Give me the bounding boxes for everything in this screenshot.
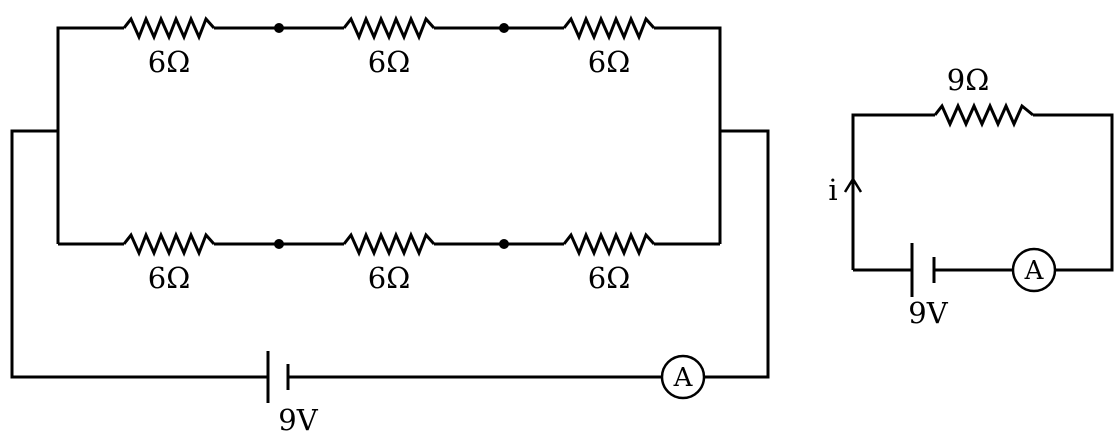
bottom-resistor-1 [122, 231, 216, 257]
current-arrow-icon [843, 176, 863, 193]
top-resistor-3-label: 6Ω [588, 45, 631, 79]
right-resistor [933, 102, 1034, 128]
current-label: i [828, 173, 837, 207]
top-resistor-2 [342, 15, 436, 41]
right-ammeter-label: A [1024, 256, 1045, 286]
left-circuit: 6Ω 6Ω 6Ω 6Ω 6Ω 6Ω 9V A [10, 15, 770, 436]
right-circuit: 9Ω i 9V A [828, 63, 1114, 330]
top-resistor-1 [122, 15, 216, 41]
top-resistor-1-label: 6Ω [148, 45, 191, 79]
bottom-resistor-2-label: 6Ω [368, 261, 411, 295]
bottom-resistor-1-label: 6Ω [148, 261, 191, 295]
right-circuit-wire [851, 113, 1114, 272]
left-battery-symbol [266, 351, 290, 403]
bottom-resistor-2 [342, 231, 436, 257]
left-ammeter-symbol [660, 354, 706, 400]
top-junction-node-2 [499, 23, 509, 33]
bottom-resistor-3-label: 6Ω [588, 261, 631, 295]
left-battery-label: 9V [278, 403, 318, 436]
top-junction-node-1 [274, 23, 284, 33]
bottom-junction-node-2 [499, 239, 509, 249]
bottom-junction-node-1 [274, 239, 284, 249]
bottom-resistor-3 [562, 231, 656, 257]
right-battery-symbol [910, 243, 936, 297]
outer-loop-wire [10, 129, 770, 379]
right-ammeter-symbol [1011, 247, 1057, 293]
left-ammeter-label: A [673, 363, 694, 393]
right-battery-label: 9V [908, 296, 948, 330]
top-resistor-2-label: 6Ω [368, 45, 411, 79]
top-resistor-3 [562, 15, 656, 41]
right-resistor-label: 9Ω [947, 63, 990, 97]
